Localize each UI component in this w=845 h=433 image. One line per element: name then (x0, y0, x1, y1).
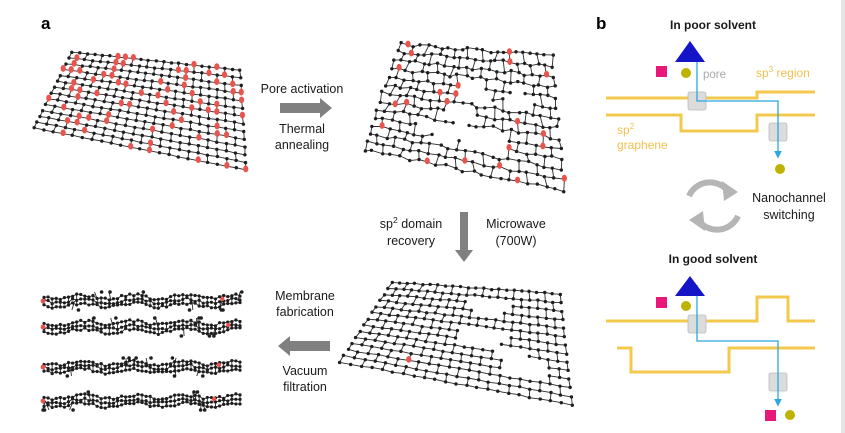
stacked-graphene-membrane (40, 290, 244, 412)
step2-label-power: (700W) (496, 234, 537, 248)
step2-label-recovery: recovery (387, 234, 436, 248)
pore-label: pore (703, 69, 726, 81)
olive-circle-passed-icon (775, 164, 785, 174)
arrow-left-icon (278, 336, 330, 356)
magenta-square-passed-icon (765, 410, 776, 421)
arrow-right-icon (280, 98, 332, 118)
switch-label-line1: Nanochannel (752, 191, 826, 205)
good-solvent-title: In good solvent (669, 252, 758, 266)
olive-circle-passed-icon-good (785, 410, 795, 420)
step3-label-vacuum: Vacuum (283, 364, 328, 378)
right-edge-bar (841, 0, 845, 433)
channel-poor-solvent (606, 60, 815, 159)
step3-label-fabrication: fabrication (276, 305, 334, 319)
switch-label-line2: switching (763, 208, 814, 222)
step1-label-annealing: annealing (275, 138, 329, 152)
step1-label-pore-activation: Pore activation (261, 82, 344, 96)
graphene-sheet-recovered (337, 280, 575, 407)
olive-circle-icon (681, 68, 691, 78)
arrow-down-icon (455, 212, 473, 262)
sp3-region-label: sp3 region (756, 65, 810, 80)
channel-good-solvent (606, 285, 815, 407)
panel-b-label: b (596, 14, 606, 33)
blue-triangle-icon (675, 41, 705, 62)
olive-circle-icon-good (681, 301, 691, 311)
flow-path-arrow-good (696, 285, 782, 407)
panel-a-label: a (41, 14, 51, 33)
poor-solvent-title: In poor solvent (670, 18, 756, 32)
blue-triangle-icon-good (675, 276, 705, 296)
sp2-graphene-label: sp2 (617, 122, 635, 137)
graphene-sheet-porous (363, 40, 567, 194)
sp2-graphene-label-line2: graphene (617, 138, 668, 152)
step3-label-filtration: filtration (283, 380, 327, 394)
step2-label-microwave: Microwave (486, 217, 546, 231)
graphene-sheet-functionalized (32, 50, 249, 173)
magenta-square-icon (656, 66, 667, 77)
step2-label-domain: sp2 domain (380, 215, 442, 231)
step3-label-membrane: Membrane (275, 289, 335, 303)
step1-label-thermal: Thermal (279, 122, 325, 136)
magenta-square-icon-good (656, 297, 667, 308)
flow-path-arrow (696, 60, 782, 159)
cycle-arrows-icon (686, 179, 741, 233)
